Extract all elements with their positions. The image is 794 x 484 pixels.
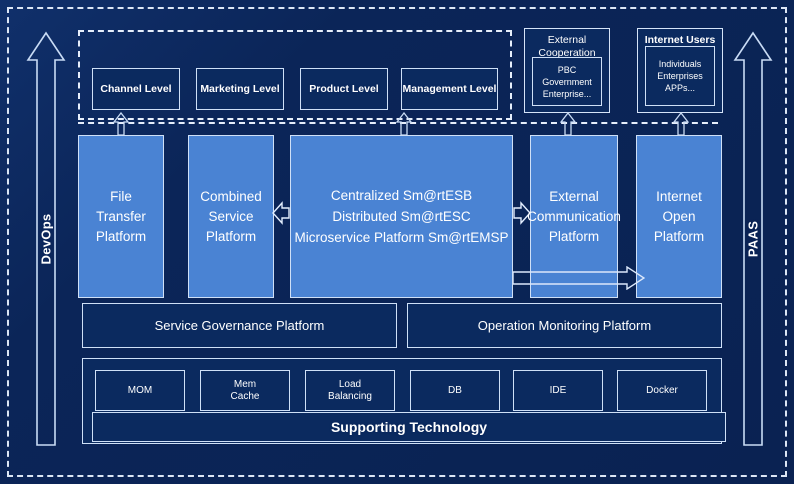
actor-inner-line3: APPs... — [664, 83, 695, 93]
up-arrow-shape — [113, 112, 129, 136]
devops-arrow-label: DevOps — [38, 213, 54, 265]
actor-internet-users[interactable]: Internet Users Individuals Enterprises A… — [637, 28, 723, 113]
platform-line-2: Transfer — [96, 208, 146, 224]
level-box-product[interactable]: Product Level — [300, 68, 388, 110]
platform-line-2: Communication — [527, 208, 621, 224]
tech-box-db[interactable]: DB — [410, 370, 500, 411]
supporting-technology-bar[interactable]: Supporting Technology — [92, 412, 726, 442]
level-label: Product Level — [309, 83, 379, 95]
tech-box-mom[interactable]: MOM — [95, 370, 185, 411]
level-box-channel[interactable]: Channel Level — [92, 68, 180, 110]
actor-inner-external-cooperation: PBC Government Enterprise... — [532, 57, 602, 106]
devops-arrow: DevOps — [26, 30, 66, 448]
tech-box-load-balancing[interactable]: Load Balancing — [305, 370, 395, 411]
platform-combined-service[interactable]: Combined Service Platform — [188, 135, 274, 298]
layer-separator-dashed-line — [78, 122, 718, 124]
tech-line-1: Load — [338, 378, 362, 390]
tech-line-1: IDE — [549, 384, 567, 396]
arrow-center-to-internet-open — [513, 266, 645, 290]
level-box-management[interactable]: Management Level — [401, 68, 498, 110]
platform-line-1: Combined — [200, 188, 262, 204]
long-right-arrow-shape — [513, 266, 645, 290]
tech-line-1: Docker — [646, 384, 678, 396]
up-arrow-channel — [113, 112, 129, 136]
level-box-marketing[interactable]: Marketing Level — [196, 68, 284, 110]
arrow-right-to-external-communication — [513, 200, 531, 226]
platform-line-1: Internet — [656, 188, 702, 204]
actor-title-line1: External — [547, 34, 587, 46]
level-label: Marketing Level — [200, 83, 280, 95]
paas-arrow-shape — [733, 31, 773, 446]
platform-line-1: External — [549, 188, 599, 204]
operation-monitoring-platform[interactable]: Operation Monitoring Platform — [407, 303, 722, 348]
platform-line-3: Platform — [95, 228, 147, 244]
service-governance-platform[interactable]: Service Governance Platform — [82, 303, 397, 348]
level-label: Channel Level — [100, 83, 172, 95]
platform-line-1: Centralized Sm@rtESB — [330, 188, 473, 203]
actor-inner-internet-users: Individuals Enterprises APPs... — [645, 46, 715, 106]
tech-line-1: MOM — [127, 384, 153, 396]
platform-line-2: Open — [662, 208, 696, 224]
up-arrow-center — [396, 112, 412, 136]
actor-inner-line1: PBC Government — [542, 64, 592, 87]
up-arrow-shape — [673, 112, 689, 136]
up-arrow-internet-users — [673, 112, 689, 136]
actor-title-line1: Internet Users — [644, 34, 716, 46]
platform-line-3: Platform — [548, 228, 600, 244]
tech-line-2: Cache — [230, 390, 260, 402]
actor-inner-line2: Enterprise... — [542, 88, 592, 99]
platform-line-2: Distributed Sm@rtESC — [332, 209, 471, 224]
actor-title-line2: Cooperation — [538, 47, 596, 59]
up-arrow-shape — [396, 112, 412, 136]
level-label: Management Level — [402, 83, 497, 95]
tech-line-1: Mem — [233, 378, 257, 390]
tech-line-2: Balancing — [328, 390, 372, 402]
tech-box-ide[interactable]: IDE — [513, 370, 603, 411]
governance-label: Service Governance Platform — [154, 318, 325, 333]
paas-arrow-label: PAAS — [745, 220, 761, 258]
supporting-technology-label: Supporting Technology — [330, 419, 488, 435]
tech-box-mem-cache[interactable]: Mem Cache — [200, 370, 290, 411]
platform-line-2: Service — [208, 208, 254, 224]
actor-inner-line2: Enterprises — [657, 71, 703, 81]
tech-line-1: DB — [448, 384, 462, 396]
platform-external-communication[interactable]: External Communication Platform — [527, 135, 621, 298]
arrow-left-to-combined-service — [272, 200, 290, 226]
actor-inner-line1: Individuals — [658, 59, 702, 69]
business-levels-band — [78, 30, 512, 120]
platform-line-3: Platform — [205, 228, 257, 244]
platform-file-transfer[interactable]: File Transfer Platform — [78, 135, 164, 298]
tech-box-docker[interactable]: Docker — [617, 370, 707, 411]
devops-arrow-shape — [26, 31, 66, 446]
platform-esb-esc-emsp[interactable]: Centralized Sm@rtESB Distributed Sm@rtES… — [290, 135, 513, 298]
up-arrow-shape — [560, 112, 576, 136]
left-arrow-shape — [272, 201, 290, 225]
platform-line-3: Microservice Platform Sm@rtEMSP — [294, 230, 509, 245]
actor-external-cooperation[interactable]: External Cooperation PBC Government Ente… — [524, 28, 610, 113]
governance-label: Operation Monitoring Platform — [477, 318, 652, 333]
platform-line-3: Platform — [653, 228, 705, 244]
paas-arrow: PAAS — [733, 30, 773, 448]
right-arrow-shape — [513, 201, 531, 225]
up-arrow-external-cooperation — [560, 112, 576, 136]
outer-dashed-boundary — [7, 7, 787, 477]
platform-internet-open[interactable]: Internet Open Platform — [636, 135, 722, 298]
platform-line-1: File — [110, 188, 132, 204]
